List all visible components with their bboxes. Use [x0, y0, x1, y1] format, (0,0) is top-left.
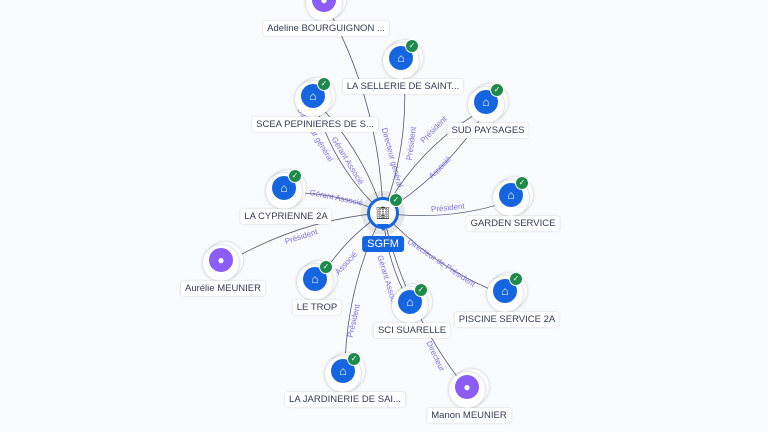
node-label[interactable]: Aurélie MEUNIER: [180, 281, 266, 296]
node-aurelie[interactable]: ●: [203, 242, 243, 281]
person-icon: ●: [312, 0, 336, 12]
edge-label: Président: [405, 125, 418, 160]
person-icon: ●: [455, 375, 479, 399]
edge-label: Président: [431, 202, 466, 214]
node-piscine[interactable]: ⌂✓: [487, 272, 527, 312]
edge-label: Président: [419, 114, 450, 145]
node-label[interactable]: SCI SUARELLE: [373, 323, 451, 338]
verified-icon: ✓: [509, 272, 523, 286]
edge-label: Gérant Associé: [309, 188, 364, 208]
node-label[interactable]: PISCINE SERVICE 2A: [454, 312, 560, 327]
edge-label: Directeur: [424, 339, 446, 372]
edge-label: Directeur de Président: [406, 237, 478, 289]
node-garden[interactable]: ⌂✓: [493, 176, 533, 216]
node-label[interactable]: LA JARDINERIE DE SAI...: [285, 392, 405, 407]
edge-label: Président: [284, 227, 320, 246]
verified-icon: ✓: [405, 39, 419, 53]
node-jardinerie[interactable]: ⌂✓: [325, 352, 365, 392]
verified-icon: ✓: [317, 77, 331, 91]
verified-icon: ✓: [319, 260, 333, 274]
node-label[interactable]: Manon MEUNIER: [427, 408, 511, 423]
edge-label: Président: [346, 303, 363, 339]
node-label[interactable]: LA SELLERIE DE SAINT...: [342, 79, 464, 94]
verified-icon: ✓: [347, 352, 361, 366]
node-label[interactable]: Adeline BOURGUIGNON ...: [263, 21, 389, 36]
node-label[interactable]: GARDEN SERVICE: [466, 216, 560, 231]
node-suarelle[interactable]: ⌂✓: [392, 283, 432, 323]
node-label[interactable]: SCEA PEPINIERES DE S...: [252, 117, 378, 132]
edge-label: Directeur général: [380, 127, 405, 189]
person-icon: ●: [209, 248, 233, 272]
node-sud[interactable]: ⌂✓: [468, 83, 508, 123]
node-adeline[interactable]: ●: [306, 0, 346, 21]
node-label[interactable]: LA CYPRIENNE 2A: [240, 209, 332, 224]
node-manon[interactable]: ●: [449, 369, 489, 408]
edge-label: Associé: [427, 154, 453, 181]
verified-icon: ✓: [389, 193, 403, 207]
node-label[interactable]: LE TROP: [292, 300, 342, 315]
node-label[interactable]: SUD PAYSAGES: [447, 123, 529, 138]
verified-icon: ✓: [490, 83, 504, 97]
verified-icon: ✓: [414, 283, 428, 297]
node-sellerie[interactable]: ⌂✓: [383, 39, 423, 79]
verified-icon: ✓: [288, 169, 302, 183]
center-node[interactable]: 🏢︎ ✓: [361, 191, 405, 235]
node-letrop[interactable]: ⌂✓: [297, 260, 337, 300]
node-scea[interactable]: ⌂✓: [295, 77, 335, 117]
building-icon: ⌂: [499, 183, 523, 207]
verified-icon: ✓: [515, 176, 529, 190]
node-cyprienne[interactable]: ⌂✓: [266, 169, 306, 209]
center-node-label[interactable]: SGFM: [362, 236, 404, 252]
